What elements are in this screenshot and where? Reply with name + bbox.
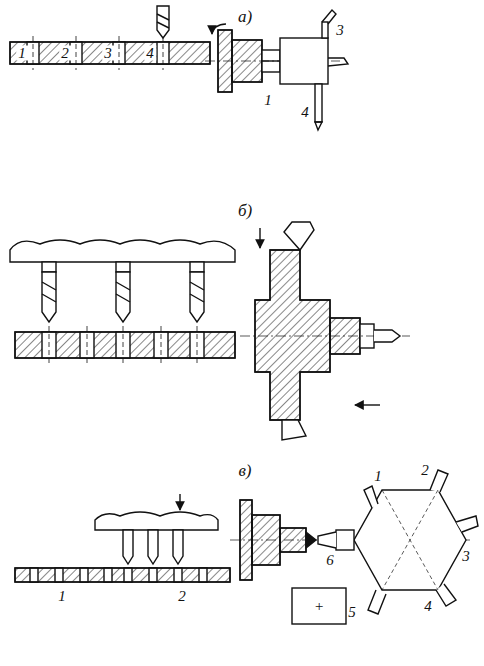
callout-number: 6 xyxy=(324,553,336,568)
callout-number: 3 xyxy=(460,549,472,564)
callout-number: 1 xyxy=(56,589,68,604)
workpiece-strip xyxy=(15,568,230,582)
callout-number: 4 xyxy=(299,105,311,120)
multi-drill-head xyxy=(95,494,218,564)
multi-spindle-head xyxy=(10,240,235,322)
hexagonal-turret xyxy=(318,470,478,614)
flanged-workpiece xyxy=(240,222,410,440)
section-letter: в) xyxy=(236,462,253,479)
callout-number: 1 xyxy=(262,93,274,108)
section-letter: б) xyxy=(236,202,254,219)
callout-number: 2 xyxy=(59,46,71,61)
section-letter: а) xyxy=(236,8,254,25)
callout-number: 4 xyxy=(144,46,156,61)
lathe-chuck xyxy=(205,24,340,92)
workpiece-strip xyxy=(10,36,210,70)
callout-number: 2 xyxy=(176,589,188,604)
tool-turret xyxy=(262,10,348,130)
callout-number: 3 xyxy=(102,46,114,61)
callout-number: 4 xyxy=(422,599,434,614)
callout-number: 5 xyxy=(346,605,358,620)
callout-number: 3 xyxy=(334,23,346,38)
drill xyxy=(157,6,169,38)
workpiece-strip xyxy=(15,326,235,364)
callout-number: 1 xyxy=(16,46,28,61)
polarity-sign: + xyxy=(312,599,326,614)
callout-number: 2 xyxy=(419,463,431,478)
callout-number: 1 xyxy=(372,469,384,484)
